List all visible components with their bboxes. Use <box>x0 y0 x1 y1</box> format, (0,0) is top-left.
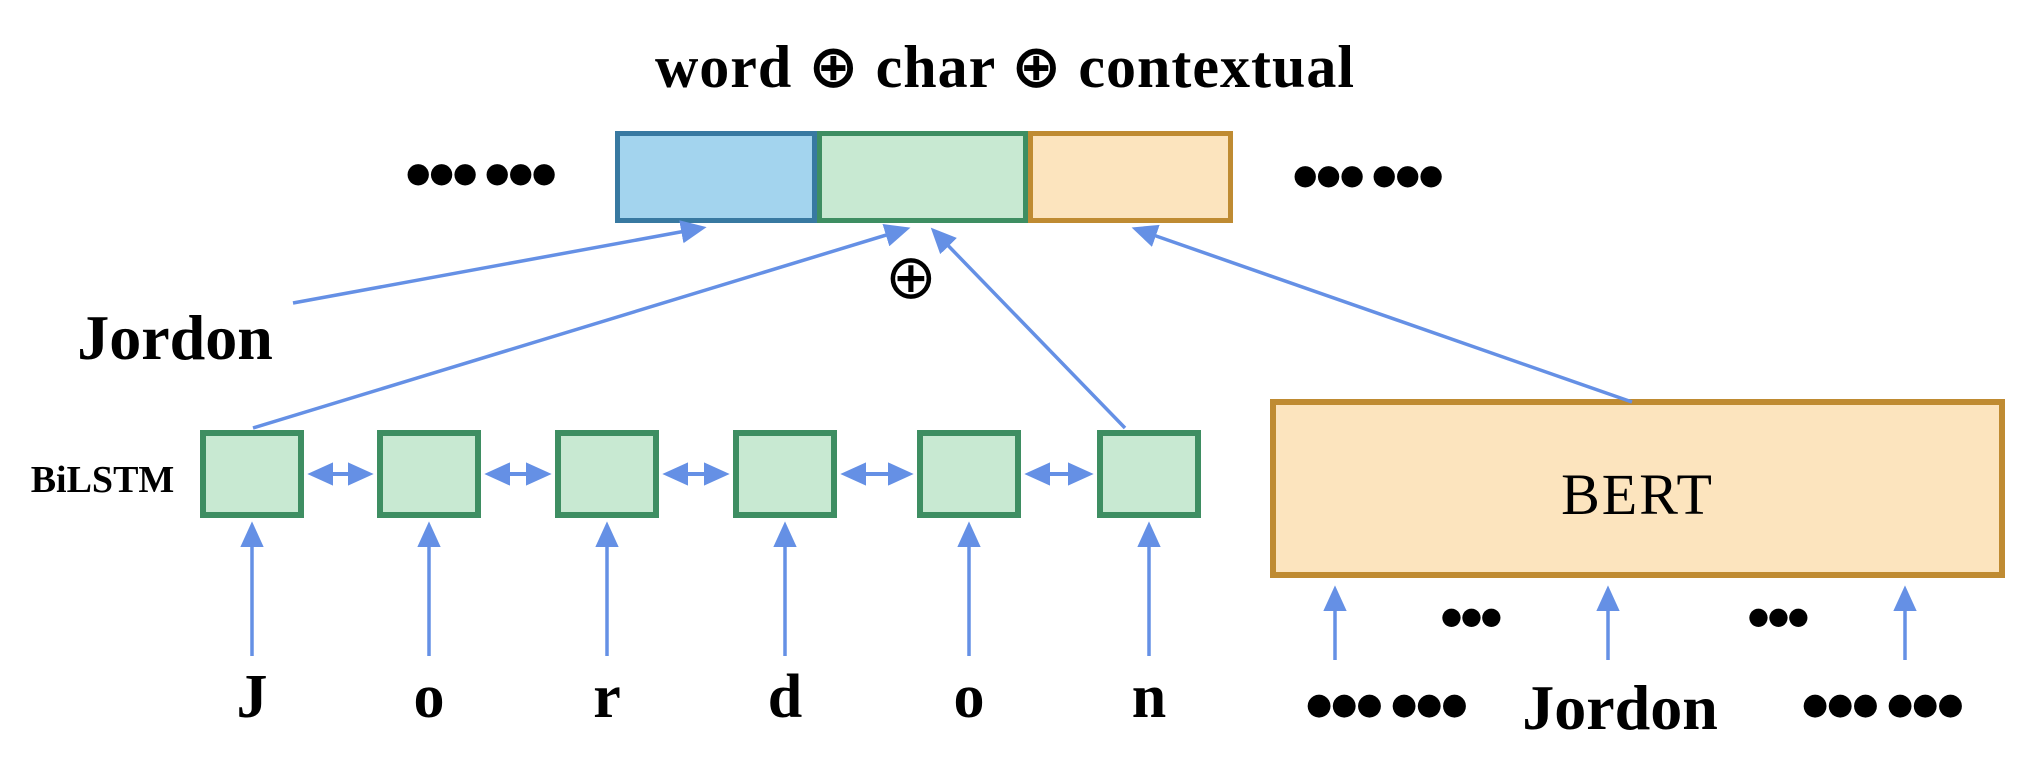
bilstm-cell <box>377 430 481 518</box>
bert-bottom-left-ellipsis: ●●● ●●● <box>1306 687 1468 722</box>
bilstm-cell <box>733 430 837 518</box>
bert-box: BERT <box>1270 399 2005 578</box>
embedding-segment-char <box>817 131 1028 223</box>
bilstm-right-to-char-embedding-arrow <box>930 227 1127 430</box>
bilstm-cell <box>200 430 304 518</box>
bert-label: BERT <box>1561 462 1714 527</box>
bert-to-contextual-embedding-arrow <box>1131 224 1633 404</box>
bert-input-ellipsis-right: ●●● <box>1748 602 1809 630</box>
word-label: Jordon <box>77 302 273 373</box>
right-ellipsis: ●●● ●●● <box>1293 158 1443 191</box>
char-label: r <box>593 663 621 731</box>
char-label: o <box>953 663 985 731</box>
bilstm-cell <box>555 430 659 518</box>
bilstm-left-to-char-embedding-arrow <box>252 223 911 430</box>
embedding-segment-word <box>615 131 817 223</box>
char-label: n <box>1131 663 1167 731</box>
figure-title: word ⊕ char ⊕ contextual <box>654 34 1356 100</box>
bilstm-cell <box>917 430 1021 518</box>
bilstm-cell <box>1097 430 1201 518</box>
embedding-segment-contextual <box>1028 131 1233 223</box>
bilstm-label: BiLSTM <box>30 459 175 501</box>
bert-bottom-right-ellipsis: ●●● ●●● <box>1802 687 1964 722</box>
concat-symbol: ⊕ <box>885 240 937 313</box>
word-to-embedding-arrow <box>292 220 707 305</box>
char-label: o <box>413 663 445 731</box>
char-label: d <box>767 663 803 731</box>
bert-input-ellipsis-left: ●●● <box>1441 602 1502 630</box>
char-label: J <box>236 663 268 731</box>
bert-bottom-word: Jordon <box>1522 672 1718 743</box>
left-ellipsis: ●●● ●●● <box>406 156 556 189</box>
embedding-bar <box>615 131 1233 223</box>
